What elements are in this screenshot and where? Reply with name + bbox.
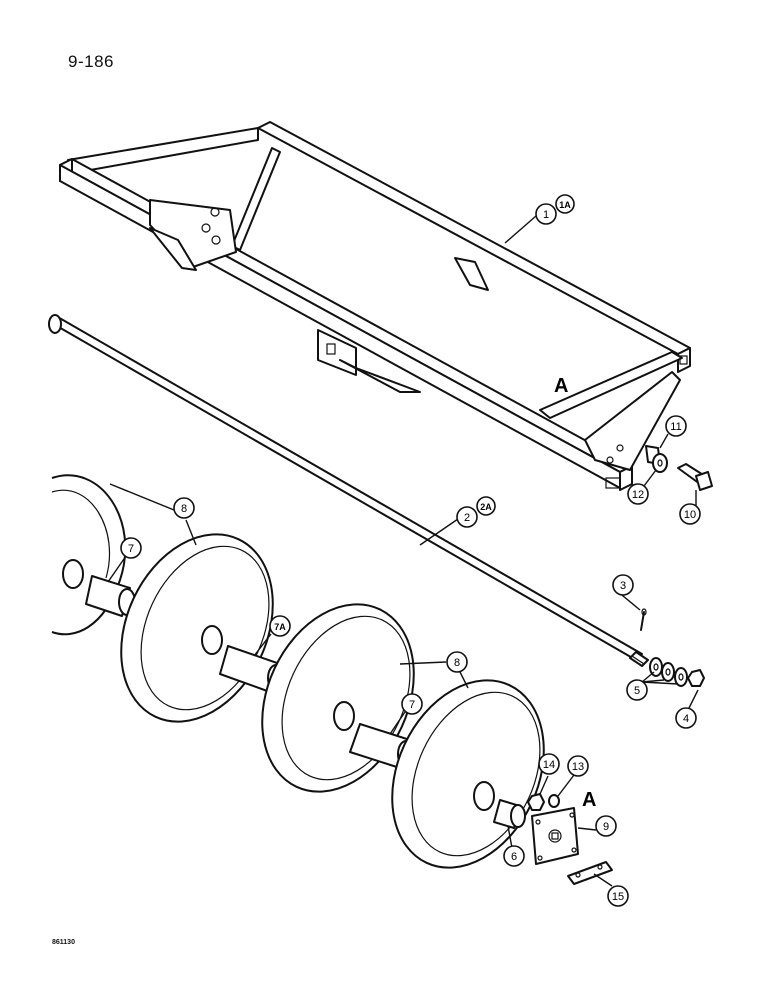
page-number: 9-186: [68, 52, 114, 71]
callout-10: 10: [679, 503, 701, 525]
svg-text:2: 2: [464, 512, 470, 524]
callout-3: 3: [612, 574, 634, 596]
callout-7a: 7A: [269, 615, 291, 637]
svg-text:6: 6: [511, 851, 517, 863]
svg-text:7A: 7A: [274, 622, 286, 632]
callout-5: 5: [626, 679, 648, 701]
frame-right-crossmember: [539, 351, 683, 419]
callout-4: 4: [675, 707, 697, 729]
svg-text:7: 7: [128, 543, 134, 555]
svg-text:13: 13: [572, 761, 584, 773]
svg-text:9: 9: [603, 821, 609, 833]
callout-7-left: 7: [120, 537, 142, 559]
callout-14: 14: [538, 753, 560, 775]
nut-4: [687, 669, 705, 687]
callout-15: 15: [607, 885, 629, 907]
frame-left-brace: [231, 147, 281, 251]
callout-2: 2 2A: [456, 496, 496, 528]
svg-text:4: 4: [683, 713, 689, 725]
disc-gang: [51, 474, 545, 869]
svg-text:15: 15: [612, 891, 624, 903]
callout-1: 1 1A: [535, 194, 575, 225]
callout-6: 6: [503, 845, 525, 867]
disc-4-hub: [473, 781, 495, 811]
svg-text:3: 3: [620, 580, 626, 592]
svg-text:5: 5: [634, 685, 640, 697]
washer-12: [652, 453, 668, 473]
frame-reference-mark: A: [554, 375, 568, 397]
shaft-threaded-end: [629, 651, 649, 667]
svg-text:10: 10: [684, 509, 696, 521]
bearing-reference-mark: A: [582, 789, 596, 811]
svg-text:1: 1: [543, 209, 549, 221]
callout-13: 13: [567, 755, 589, 777]
svg-text:2A: 2A: [480, 502, 492, 512]
callout-7-right: 7: [401, 693, 423, 715]
gang-shaft: [48, 314, 649, 667]
svg-text:7: 7: [409, 699, 415, 711]
svg-text:11: 11: [670, 421, 681, 433]
leader-lines: [107, 215, 699, 887]
svg-text:1A: 1A: [559, 200, 571, 210]
svg-text:12: 12: [632, 489, 644, 501]
callout-9: 9: [595, 815, 617, 837]
frame-right-gusset: [584, 371, 681, 471]
callout-8-right: 8: [446, 651, 468, 673]
back-rail-bracket: [454, 257, 489, 291]
bearing-9: [531, 807, 579, 865]
callout-8-left: 8: [173, 497, 195, 519]
washer-5b: [661, 662, 675, 682]
frame-back-rail-end: [677, 347, 691, 373]
bolt-10-head: [695, 471, 713, 491]
washer-13: [548, 794, 560, 808]
shaft-head: [48, 314, 62, 334]
svg-text:8: 8: [454, 657, 460, 669]
drawing-code: 861130: [52, 939, 75, 946]
frame-left-crossmember: [67, 127, 259, 175]
plate-15: [567, 861, 613, 885]
frame-assembly: [59, 121, 691, 491]
disc-2-hub: [201, 625, 223, 655]
scraper-arm: [339, 359, 421, 393]
hardware: [527, 445, 713, 885]
callout-12: 12: [627, 483, 649, 505]
washer-5c: [674, 667, 688, 687]
svg-text:8: 8: [181, 503, 187, 515]
svg-text:14: 14: [543, 759, 555, 771]
callout-11: 11: [665, 415, 687, 437]
disc-3-hub: [333, 701, 355, 731]
disc-left-hub: [62, 559, 84, 589]
